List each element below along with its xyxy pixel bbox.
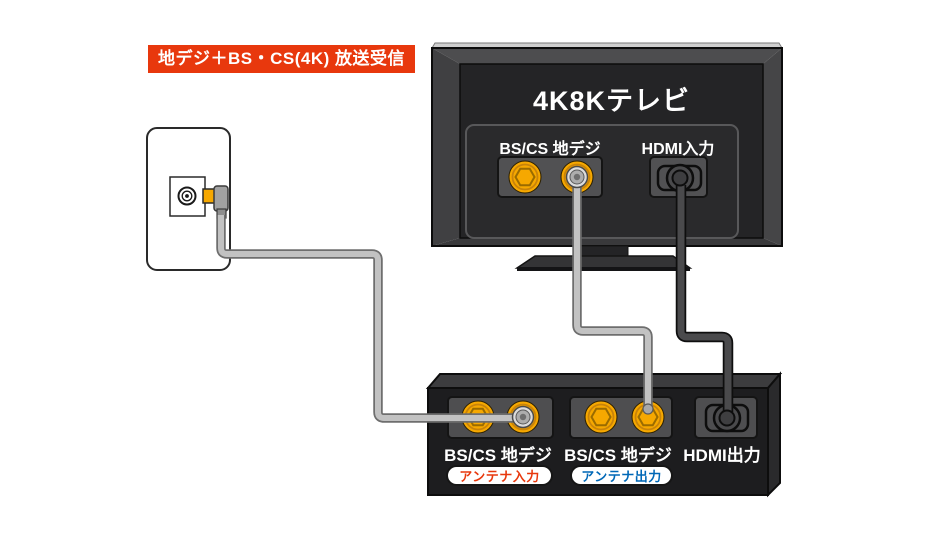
tv (431, 42, 783, 271)
recorder-antenna-out-terminals-label: BS/CS 地デジ (564, 446, 672, 465)
tv-bs-cs-terminal-icon (508, 160, 542, 194)
hdmi-plug-recorder-icon (718, 409, 736, 427)
tv-title: 4K8Kテレビ (532, 86, 691, 116)
f-connector-plug-icon (565, 165, 589, 189)
antenna-cable-wall-to-recorder (216, 215, 535, 429)
coax-jack-icon (177, 186, 197, 206)
hdmi-cable (671, 169, 736, 427)
f-connector-plug-icon (511, 405, 535, 429)
antenna-input-tag: アンテナ入力 (446, 465, 553, 486)
cable-tip-icon (642, 403, 654, 415)
recorder-right-face (767, 371, 781, 498)
tv-frame-left (432, 48, 460, 246)
tv-frame-bottom (432, 238, 782, 246)
wall-outlet (146, 127, 231, 271)
recorder-hdmi-output-label: HDMI出力 (683, 446, 761, 465)
tv-frame-top (432, 48, 782, 64)
broadcast-reception-banner: 地デジ＋BS・CS(4K) 放送受信 (148, 45, 416, 73)
hdmi-plug-tv-icon (671, 169, 689, 187)
tv-hdmi-input-label: HDMI入力 (641, 141, 715, 158)
right-angle-plug-icon (213, 185, 229, 219)
antenna-cable-recorder-to-tv (565, 165, 654, 415)
recorder-antenna-in-terminals-label: BS/CS 地デジ (444, 446, 552, 465)
recorder-out-bs-cs-terminal-icon (584, 400, 618, 434)
tv-frame-right (763, 48, 782, 246)
tv-stand (514, 245, 693, 271)
antenna-output-tag: アンテナ出力 (570, 465, 673, 486)
tv-antenna-terminals-label: BS/CS 地デジ (499, 141, 601, 158)
coax-adapter-icon (202, 188, 216, 204)
